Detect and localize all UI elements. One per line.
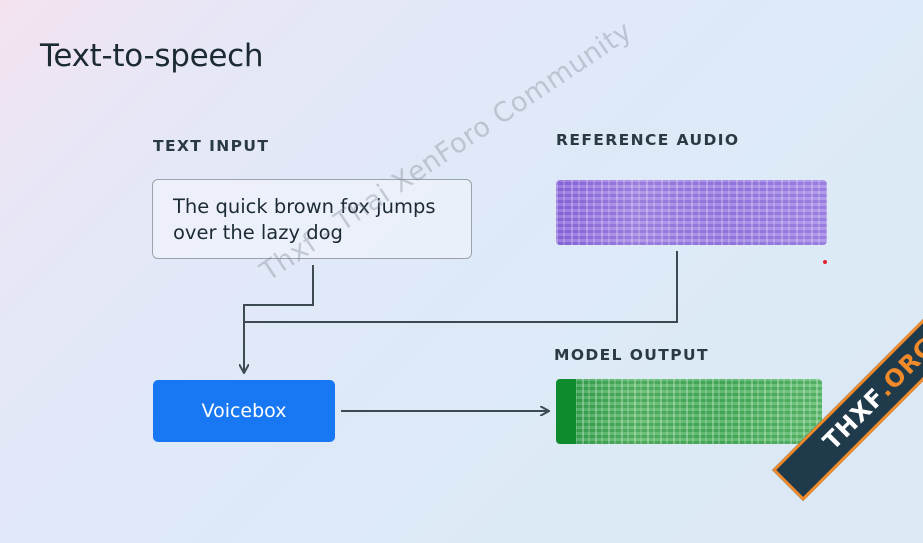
- voicebox-model-box: Voicebox: [153, 380, 335, 442]
- page-title: Text-to-speech: [40, 38, 264, 74]
- model-output-spectrogram: [556, 379, 822, 444]
- voicebox-label: Voicebox: [201, 400, 287, 422]
- reference-audio-spectrogram: [556, 180, 827, 245]
- red-dot-marker: [823, 260, 827, 264]
- reference-audio-label: REFERENCE AUDIO: [556, 131, 740, 149]
- reference-to-voicebox-arrow: [244, 251, 678, 323]
- model-output-label: MODEL OUTPUT: [554, 346, 709, 364]
- text-input-box: The quick brown fox jumps over the lazy …: [152, 179, 472, 259]
- text-to-voicebox-arrow: [244, 265, 314, 372]
- text-input-label: TEXT INPUT: [153, 137, 270, 155]
